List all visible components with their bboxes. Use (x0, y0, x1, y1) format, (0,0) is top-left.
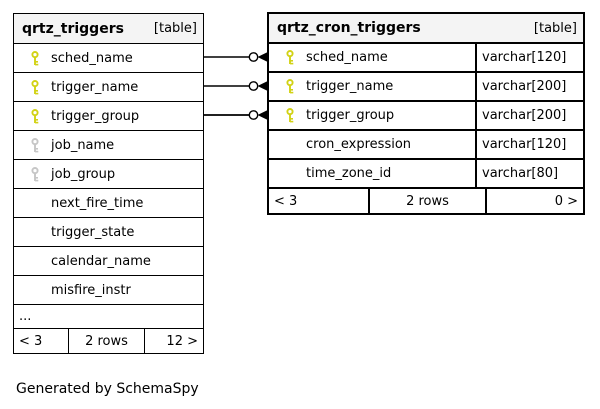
table-footer: < 3 2 rows 12 > (14, 329, 203, 353)
child-count: 12 > (166, 333, 198, 349)
primary-key-icon (284, 50, 296, 65)
table-badge: [table] (153, 21, 197, 36)
row-count: 2 rows (370, 189, 487, 213)
column-name: cron_expression (306, 137, 412, 152)
column-name: sched_name (306, 50, 388, 65)
column-name: sched_name (51, 50, 133, 66)
table-title[interactable]: qrtz_cron_triggers (277, 20, 421, 36)
table-row[interactable]: trigger_group varchar[200] (269, 102, 583, 131)
table-row[interactable]: sched_name (14, 44, 203, 73)
table-header[interactable]: qrtz_triggers [table] (14, 14, 203, 44)
relationship-connector-trigger-group (204, 109, 267, 121)
generator-caption: Generated by SchemaSpy (16, 381, 199, 397)
table-row[interactable]: job_name (14, 131, 203, 160)
child-count: 0 > (554, 193, 578, 209)
column-name: trigger_group (306, 108, 395, 123)
table-row[interactable]: time_zone_id varchar[80] (269, 160, 583, 189)
table-row[interactable]: next_fire_time (14, 189, 203, 218)
primary-key-icon (29, 108, 41, 124)
ellipsis-label: ... (19, 309, 32, 324)
table-title[interactable]: qrtz_triggers (22, 20, 124, 37)
table-row[interactable]: trigger_name varchar[200] (269, 73, 583, 102)
column-type: varchar[80] (475, 160, 583, 187)
primary-key-icon (284, 79, 296, 94)
column-type: varchar[200] (475, 102, 583, 129)
table-header[interactable]: qrtz_cron_triggers [table] (269, 14, 583, 44)
primary-key-icon (284, 108, 296, 123)
column-type: varchar[120] (475, 131, 583, 158)
table-node-qrtz-cron-triggers[interactable]: qrtz_cron_triggers [table] sched_name va… (267, 12, 585, 215)
index-key-icon (29, 166, 41, 182)
column-name: misfire_instr (51, 282, 131, 298)
row-count: 2 rows (69, 329, 145, 353)
table-row[interactable]: trigger_group (14, 102, 203, 131)
table-node-qrtz-triggers[interactable]: qrtz_triggers [table] sched_name trigger… (13, 13, 204, 354)
column-name: trigger_name (51, 79, 139, 95)
table-row[interactable]: sched_name varchar[120] (269, 44, 583, 73)
parent-count: < 3 (14, 329, 69, 353)
table-row[interactable]: cron_expression varchar[120] (269, 131, 583, 160)
column-name: trigger_name (306, 79, 394, 94)
table-badge: [table] (533, 20, 577, 36)
column-name: trigger_state (51, 224, 135, 240)
column-name: job_name (51, 137, 115, 153)
column-name: next_fire_time (51, 195, 144, 211)
index-key-icon (29, 137, 41, 153)
relationship-connector-sched-name (204, 51, 267, 63)
column-name: time_zone_id (306, 166, 392, 181)
table-row[interactable]: trigger_name (14, 73, 203, 102)
hidden-columns-ellipsis[interactable]: ... (14, 305, 203, 329)
column-name: job_group (51, 166, 116, 182)
table-row[interactable]: misfire_instr (14, 276, 203, 305)
table-row[interactable]: trigger_state (14, 218, 203, 247)
primary-key-icon (29, 50, 41, 66)
table-row[interactable]: job_group (14, 160, 203, 189)
column-name: trigger_group (51, 108, 140, 124)
column-type: varchar[120] (475, 44, 583, 71)
column-type: varchar[200] (475, 73, 583, 100)
table-footer: < 3 2 rows 0 > (269, 189, 583, 213)
table-row[interactable]: calendar_name (14, 247, 203, 276)
primary-key-icon (29, 79, 41, 95)
relationship-connector-trigger-name (204, 80, 267, 92)
parent-count: < 3 (269, 189, 370, 213)
column-name: calendar_name (51, 253, 151, 269)
